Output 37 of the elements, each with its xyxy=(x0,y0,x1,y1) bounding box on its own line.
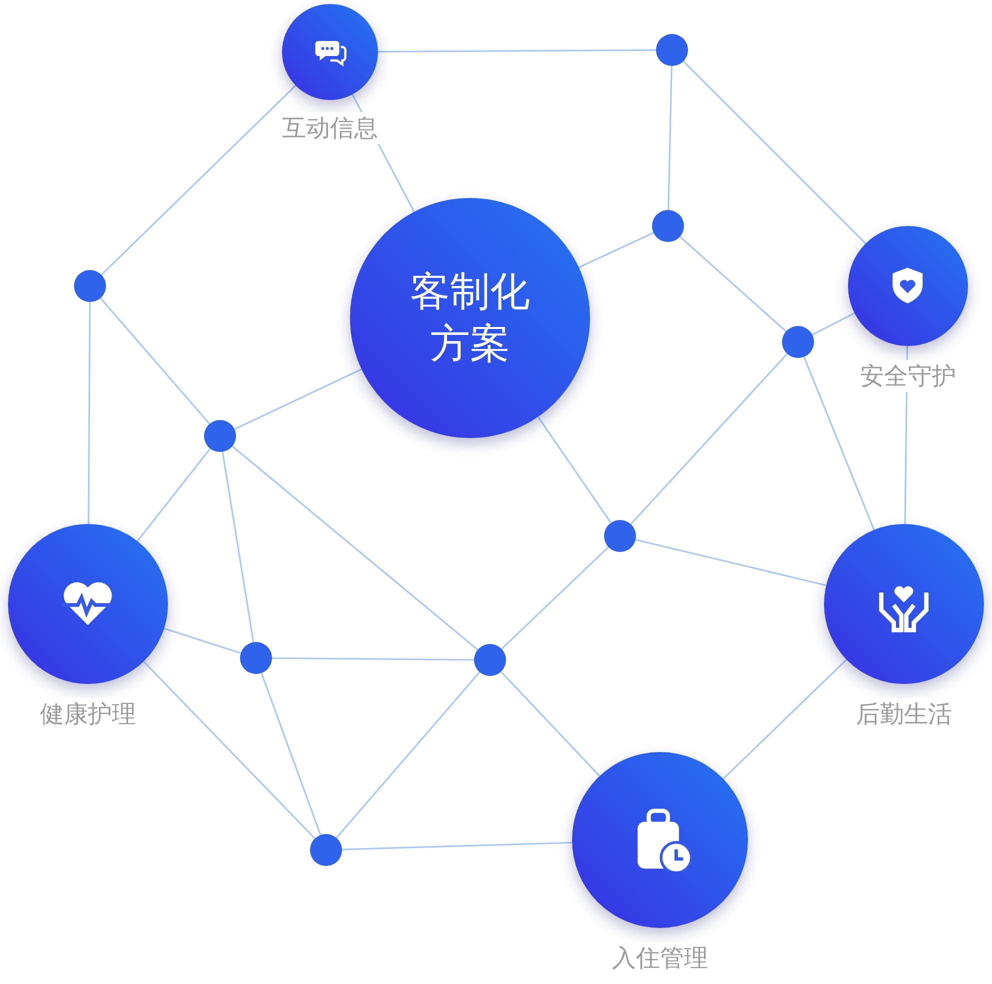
connector-line xyxy=(136,448,211,542)
dot xyxy=(656,34,688,66)
connector-line xyxy=(578,232,654,268)
connector-line xyxy=(234,368,362,430)
dot xyxy=(782,326,814,358)
connector-line xyxy=(668,66,672,210)
dot xyxy=(310,834,342,866)
connector-line xyxy=(682,60,866,244)
dot xyxy=(474,644,506,676)
connector-line xyxy=(260,672,322,836)
connector-line xyxy=(164,628,242,654)
connector-line xyxy=(100,84,296,276)
connector-line xyxy=(88,302,91,524)
dot xyxy=(204,420,236,452)
dot xyxy=(74,270,106,302)
connector-line xyxy=(222,452,254,642)
connector-line xyxy=(143,660,316,840)
connector-line xyxy=(537,416,612,524)
connector-line xyxy=(378,49,656,53)
connector-line xyxy=(630,353,788,525)
connector-line xyxy=(501,546,609,650)
connector-line xyxy=(100,298,210,424)
dot xyxy=(652,210,684,242)
connector-line xyxy=(679,236,787,332)
connector-line xyxy=(722,659,848,780)
connector-line xyxy=(342,842,572,850)
circle-label: 客制化方案 xyxy=(409,268,531,369)
connector-line xyxy=(500,671,600,777)
connector-line xyxy=(803,356,875,530)
node-label: 互动信息 xyxy=(279,112,381,144)
dot xyxy=(240,642,272,674)
connector-line xyxy=(272,657,474,661)
connector-line xyxy=(635,538,826,586)
connector-line xyxy=(812,312,855,336)
dot xyxy=(604,520,636,552)
connector-line xyxy=(336,672,480,838)
connector-line xyxy=(232,446,478,650)
